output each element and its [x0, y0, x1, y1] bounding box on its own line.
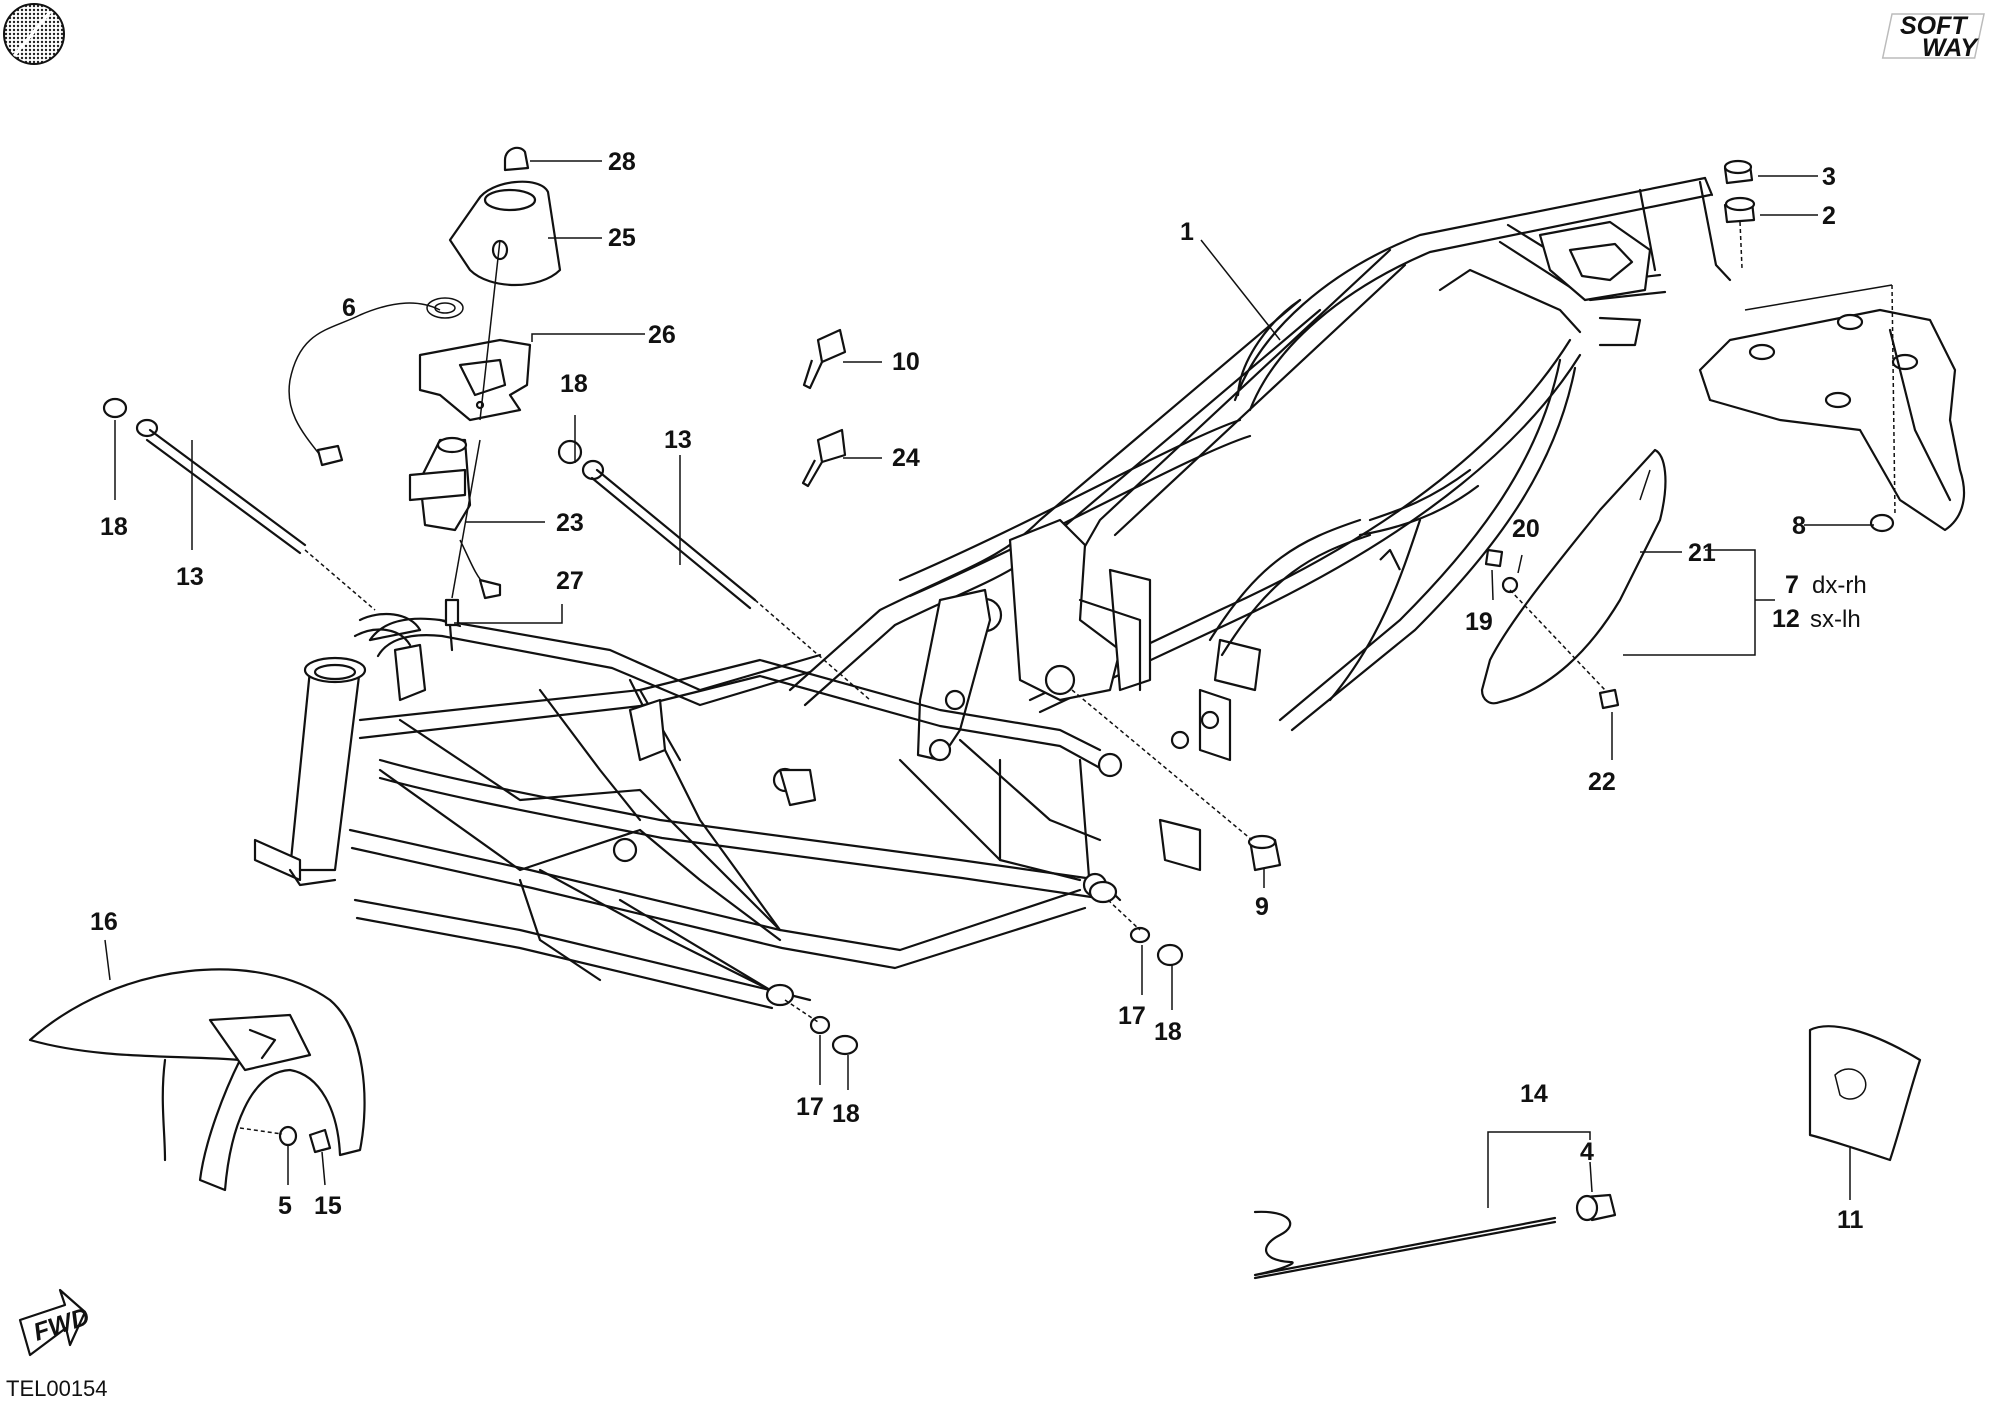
fwd-arrow-icon: FWD [18, 1288, 93, 1357]
callout-6: 6 [342, 294, 356, 322]
part-8-undertray [1698, 308, 1965, 532]
callout-labels: 28 25 6 26 23 27 10 24 1 3 2 8 9 18 13 1… [90, 148, 1867, 1234]
callout-16: 16 [90, 908, 118, 936]
callout-7-note: dx-rh [1812, 572, 1867, 599]
part-28-cap [503, 146, 530, 172]
part-18-nut-mid [557, 439, 583, 465]
part-10-key [816, 328, 847, 364]
callout-12: 12 [1772, 605, 1800, 633]
part-11-decal [1808, 1025, 1922, 1162]
callout-4: 4 [1580, 1138, 1594, 1166]
callout-20: 20 [1512, 515, 1540, 543]
callout-18-mid: 18 [560, 370, 588, 398]
callout-9: 9 [1255, 893, 1269, 921]
leader-lines [104, 160, 1874, 1208]
part-13-bolt-left [148, 428, 307, 547]
part-21-side-panel [1480, 448, 1667, 705]
softway-logo: SOFT WAY [1881, 12, 1985, 62]
part-6-cable [288, 302, 441, 456]
callout-22: 22 [1588, 768, 1616, 796]
main-frame [253, 176, 1732, 1010]
part-17-washer-center [809, 1015, 831, 1035]
callout-17-center: 17 [796, 1093, 824, 1121]
callout-24: 24 [892, 444, 920, 472]
callout-25: 25 [608, 224, 636, 252]
callout-27: 27 [556, 567, 584, 595]
callout-14: 14 [1520, 1080, 1548, 1108]
callout-7: 7 [1785, 571, 1799, 599]
part-13-bolt-head-mid [581, 459, 605, 481]
part-27-screw [444, 598, 460, 627]
callout-18-right: 18 [1154, 1018, 1182, 1046]
part-17-washer-right [1129, 926, 1151, 944]
part-24-key [816, 428, 847, 464]
part-14-cable [1253, 1210, 1557, 1277]
svg-text:FWD: FWD [30, 1302, 93, 1346]
callout-17-right: 17 [1118, 1002, 1146, 1030]
callout-11: 11 [1837, 1206, 1864, 1234]
callout-1: 1 [1180, 218, 1194, 246]
callout-18-left: 18 [100, 513, 128, 541]
callout-23: 23 [556, 509, 584, 537]
part-20-washer [1501, 576, 1519, 594]
part-13-bolt-mid [595, 468, 757, 602]
part-22-nut [1598, 688, 1620, 710]
svg-text:SOFT: SOFT [1900, 12, 1969, 40]
callout-10: 10 [892, 348, 920, 376]
part-25-cone [448, 180, 562, 286]
part-15-screw [308, 1128, 332, 1154]
callout-12-note: sx-lh [1810, 606, 1861, 633]
callout-2: 2 [1822, 202, 1836, 230]
part-5-washer [278, 1125, 298, 1147]
callout-18-center: 18 [832, 1100, 860, 1128]
callout-13-mid: 13 [664, 426, 692, 454]
callout-13-left: 13 [176, 563, 204, 591]
part-18-nut-right [1156, 943, 1184, 967]
diagram-code: TEL00154 [6, 1376, 108, 1401]
part-16-mudguard [28, 968, 366, 1192]
callout-21: 21 [1688, 539, 1716, 567]
part-26-plate [418, 338, 532, 422]
callout-8: 8 [1792, 512, 1806, 540]
part-18-nut-left [102, 397, 128, 419]
callout-19: 19 [1465, 608, 1493, 636]
part-18-nut-center [831, 1034, 859, 1056]
callout-5: 5 [278, 1192, 292, 1220]
callout-26: 26 [648, 321, 676, 349]
part-19-screw [1484, 548, 1504, 568]
svg-text:WAY: WAY [1922, 34, 1979, 62]
callout-28: 28 [608, 148, 636, 176]
callout-3: 3 [1822, 163, 1836, 191]
callout-15: 15 [314, 1192, 342, 1220]
